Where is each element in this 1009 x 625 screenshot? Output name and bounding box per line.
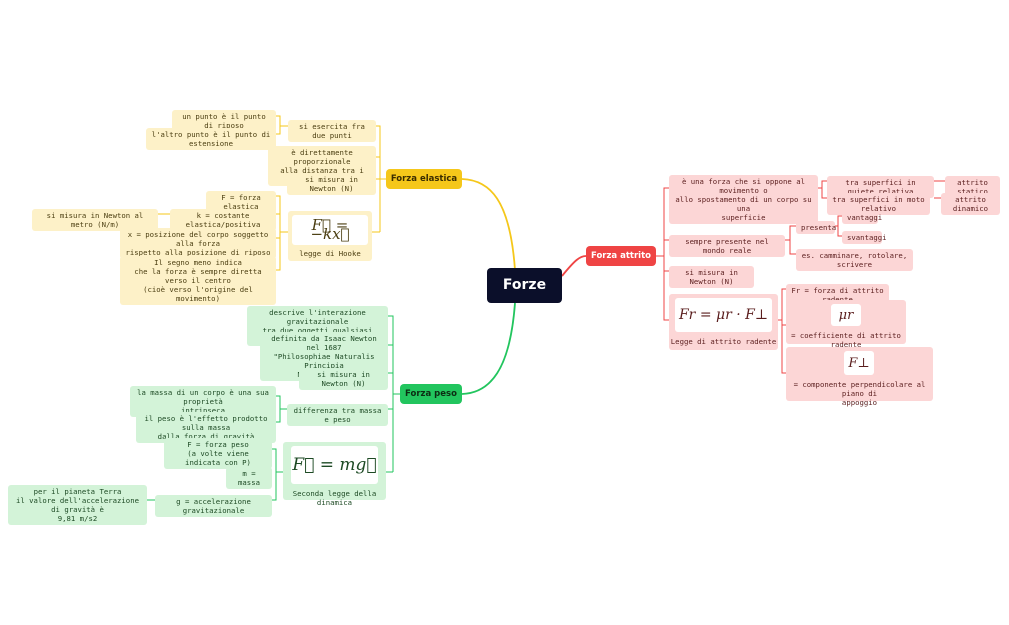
attrito-newton[interactable]: si misura in Newton (N) — [669, 266, 754, 288]
attrito-sempre[interactable]: sempre presente nel mondo reale — [669, 235, 785, 257]
mu-symbol: μr — [831, 304, 861, 326]
fperp-definition: = componente perpendicolare al piano di … — [793, 380, 926, 407]
newton-caption: Seconda legge della dinamica — [292, 489, 377, 507]
attrito-svantaggi[interactable]: svantaggi — [842, 231, 887, 244]
mu-definition: = coefficiente di attrito radente — [791, 331, 901, 349]
attrito-def[interactable]: è una forza che si oppone al movimento o… — [669, 175, 818, 224]
forza-attrito-node[interactable]: Forza attrito — [586, 246, 656, 266]
attrito-presenta[interactable]: presenta — [796, 221, 836, 234]
peso-massa[interactable]: la massa di un corpo è una sua proprietà… — [130, 386, 276, 417]
attrito-formula-caption: Legge di attrito radente — [670, 337, 777, 346]
elastica-k-def[interactable]: k = costante elastica/positiva — [170, 209, 276, 231]
peso-f-def[interactable]: F = forza peso (a volte viene indicata c… — [164, 438, 272, 469]
attrito-vantaggi[interactable]: vantaggi — [842, 211, 882, 224]
attrito-formula: Fr = μr · F⊥ — [675, 298, 772, 332]
center-node[interactable]: Forze — [487, 268, 562, 303]
hooke-caption: legge di Hooke — [299, 249, 361, 258]
attrito-dinamico[interactable]: attrito dinamico — [941, 193, 1000, 215]
hooke-formula: F⃗ = −kx⃗ — [292, 215, 368, 245]
attrito-quiete[interactable]: tra superfici in quiete relativa — [827, 176, 934, 198]
attrito-statico[interactable]: attrito statico — [945, 176, 1000, 198]
forza-elastica-node[interactable]: Forza elastica — [386, 169, 462, 189]
attrito-fperp-card[interactable]: F⊥ = componente perpendicolare al piano … — [786, 347, 933, 407]
newton-formula-card[interactable]: F⃗ = mg⃗ Seconda legge della dinamica — [283, 442, 386, 507]
peso-m-def[interactable]: m = massa — [226, 467, 272, 489]
attrito-mu-card[interactable]: μr = coefficiente di attrito radente — [786, 300, 906, 349]
attrito-esempi[interactable]: es. camminare, rotolare, scrivere — [796, 249, 913, 271]
fperp-symbol: F⊥ — [844, 351, 874, 375]
peso-differenza[interactable]: differenza tra massa e peso — [287, 404, 388, 426]
elastica-due-punti[interactable]: si esercita fra due punti — [288, 120, 376, 142]
elastica-newton[interactable]: si misura in Newton (N) — [287, 173, 376, 195]
elastica-f-def[interactable]: F = forza elastica — [206, 191, 276, 213]
newton-formula: F⃗ = mg⃗ — [291, 446, 378, 484]
peso-effetto[interactable]: il peso è l'effetto prodotto sulla massa… — [136, 412, 276, 443]
elastica-riposo[interactable]: un punto è il punto di riposo — [172, 110, 276, 132]
peso-misura[interactable]: si misura in Newton (N) — [299, 368, 388, 390]
elastica-segno[interactable]: Il segno meno indica che la forza è semp… — [120, 256, 276, 305]
forza-peso-node[interactable]: Forza peso — [400, 384, 462, 404]
attrito-formula-card[interactable]: Fr = μr · F⊥ Legge di attrito radente — [669, 294, 778, 350]
elastica-x-def[interactable]: x = posizione del corpo soggetto alla fo… — [120, 228, 276, 259]
peso-g-valore[interactable]: per il pianeta Terra il valore dell'acce… — [8, 485, 147, 525]
hooke-formula-card[interactable]: F⃗ = −kx⃗ legge di Hooke — [288, 211, 372, 261]
attrito-moto[interactable]: tra superfici in moto relativo — [827, 193, 930, 215]
peso-g-def[interactable]: g = accelerazione gravitazionale — [155, 495, 272, 517]
elastica-estensione[interactable]: l'altro punto è il punto di estensione — [146, 128, 276, 150]
elastica-k-unit[interactable]: si misura in Newton al metro (N/m) — [32, 209, 158, 231]
